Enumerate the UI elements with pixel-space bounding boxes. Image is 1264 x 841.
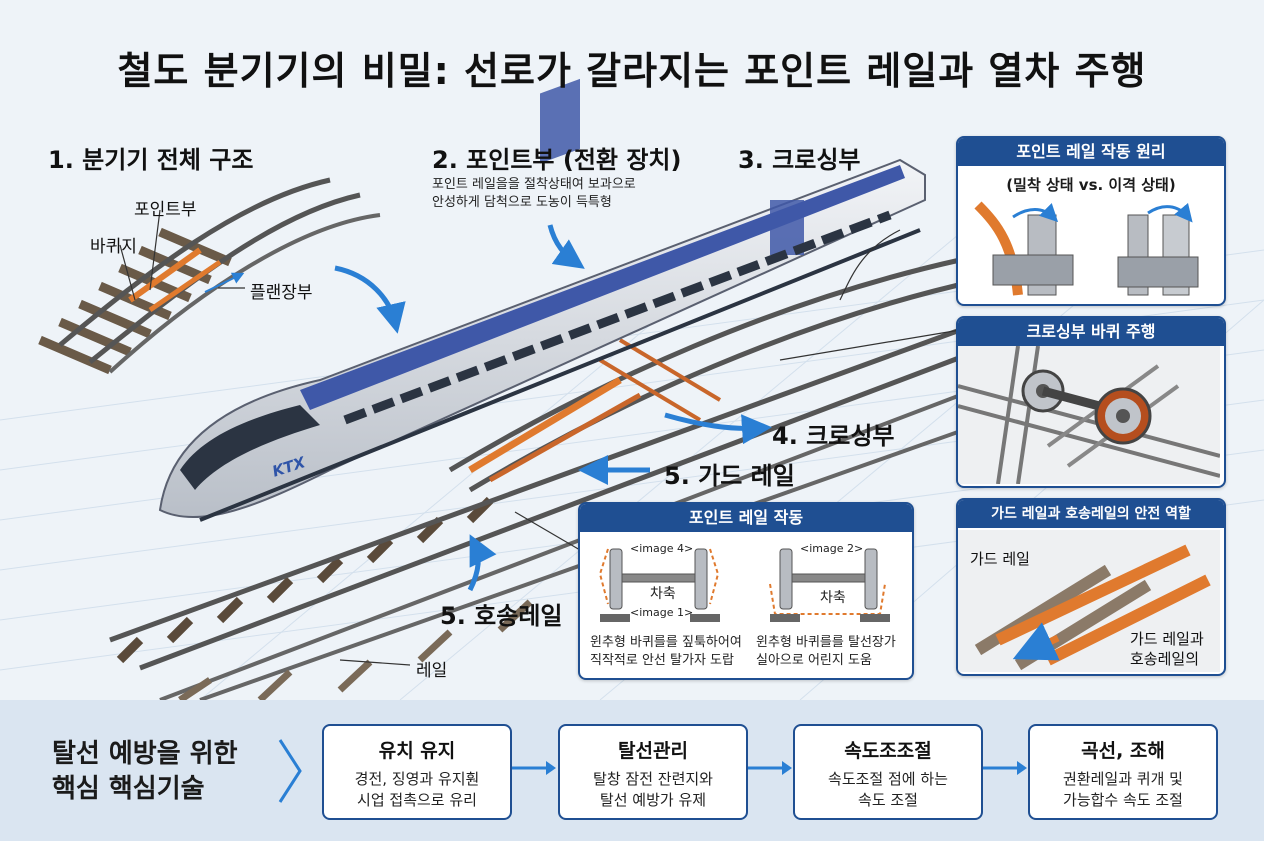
panel-point-operation: 포인트 레일 작동 <image 4> 차축 <image 1> <image …: [578, 502, 914, 680]
blue-arrows: [334, 224, 772, 592]
tech-box-3-title: 속도조조절: [844, 740, 932, 762]
section-1-label: 1. 분기기 전체 구조: [48, 146, 254, 174]
tech-box-3-line1: 속도조절 점에 하는: [828, 770, 948, 788]
panel-point-principle-subtitle: (밀착 상태 vs. 이격 상태): [1006, 176, 1176, 194]
label-combo-line2: 호송레일의: [1130, 650, 1200, 668]
op-right-axle: 차축: [820, 590, 846, 606]
tech-box-3-line2: 속도 조절: [858, 791, 918, 809]
section-3-label: 3. 크로싱부: [738, 146, 861, 174]
op-left-caption-line1: 윈추형 바퀴를를 짚툭하어여: [590, 635, 742, 650]
label-rail: 레일: [416, 661, 448, 681]
callout-lines: [119, 209, 961, 666]
main-track: [109, 257, 1021, 700]
panel-point-principle: 포인트 레일 작동 원리 (밀착 상태 vs. 이격 상태): [956, 136, 1226, 306]
section-4-label: 4. 크로싱부: [772, 422, 895, 450]
section-5-escort-label: 5. 호송레일: [440, 602, 563, 630]
tech-box-1-title: 유치 유지: [378, 740, 456, 762]
tech-box-4-line1: 권환레일과 퀴개 및: [1063, 770, 1183, 788]
label-point-part: 포인트부: [134, 200, 197, 220]
illustration-stage: 철도 분기기의 비밀: 선로가 갈라지는 포인트 레일과 열차 주행 1. 분기…: [0, 49, 1264, 700]
chevron-right-icon: [278, 739, 302, 803]
point-operation-figure: [598, 548, 890, 622]
ktx-train: [158, 78, 926, 522]
tech-box-2-title: 탈선관리: [618, 740, 688, 762]
panel-crossing-wheel-header: 크로싱부 바퀴 주행: [958, 318, 1224, 346]
tech-box-2-line1: 탈창 잠전 잔련지와: [593, 770, 713, 788]
section-2-label: 2. 포인트부 (전환 장치): [432, 146, 682, 174]
label-guard-rail: 가드 레일: [970, 550, 1030, 568]
crossing-wheel-figure: [958, 345, 1221, 485]
arrow-right-icon: [983, 761, 1027, 775]
op-left-tag-top: <image 4>: [630, 542, 694, 555]
panel-point-principle-header: 포인트 레일 작동 원리: [958, 138, 1224, 166]
label-gauge: 바퀴지: [90, 237, 137, 257]
label-flange: 플랜장부: [250, 283, 313, 303]
tech-box-4-line2: 가능합수 속도 조절: [1063, 791, 1183, 809]
panel-point-operation-header: 포인트 레일 작동: [580, 504, 912, 532]
label-combo-line1: 가드 레일과: [1130, 630, 1204, 648]
section-2-desc-line1: 포인트 레일을을 절착상태여 보과으로: [432, 177, 636, 192]
op-left-axle: 차축: [650, 586, 676, 602]
tech-box-4-title: 곡선, 조해: [1081, 740, 1165, 762]
point-principle-figure: [974, 201, 1199, 296]
op-right-caption-line2: 실아으로 어린지 도움: [756, 653, 872, 668]
guard-rail-figure: [958, 530, 1220, 672]
panel-guard-safety: 가드 레일과 호송레일의 안전 역할 가드 레일 가드 레일과 호송레일의: [956, 498, 1226, 676]
panel-guard-safety-header: 가드 레일과 호송레일의 안전 역할: [958, 500, 1224, 528]
arrow-right-icon: [748, 761, 792, 775]
page-title: 철도 분기기의 비밀: 선로가 갈라지는 포인트 레일과 열차 주행: [117, 49, 1147, 93]
turnout-diagram: [38, 177, 381, 375]
tech-box-2: 탈선관리 탈창 잠전 잔련지와 탈선 예방가 유제: [558, 724, 748, 820]
bottom-heading-line1: 탈선 예방을 위한: [52, 739, 238, 769]
railway-illustration: [0, 78, 1264, 700]
tech-box-1-line2: 시업 접촉으로 유리: [357, 791, 477, 809]
op-left-caption-line2: 직작적로 안선 탈가자 도랍: [590, 653, 734, 668]
bottom-heading-line2: 핵심 핵심기술: [52, 774, 205, 804]
tech-box-1: 유치 유지 경전, 징영과 유지훤 시업 접촉으로 유리: [322, 724, 512, 820]
tech-box-1-line1: 경전, 징영과 유지훤: [354, 770, 480, 788]
tech-box-2-line2: 탈선 예방가 유제: [599, 791, 707, 809]
arrow-right-icon: [512, 761, 556, 775]
op-left-tag-bottom: <image 1>: [630, 606, 694, 619]
tech-box-3: 속도조조절 속도조절 점에 하는 속도 조절: [793, 724, 983, 820]
section-2-desc-line2: 안성하게 담척으로 도농이 득특형: [432, 195, 612, 210]
panel-crossing-wheel: 크로싱부 바퀴 주행: [956, 316, 1226, 488]
op-right-tag-top: <image 2>: [800, 542, 864, 555]
tech-box-4: 곡선, 조해 권환레일과 퀴개 및 가능합수 속도 조절: [1028, 724, 1218, 820]
section-5-guard-label: 5. 가드 레일: [664, 462, 795, 490]
op-right-caption-line1: 윈추형 바퀴를를 탈선장가: [756, 635, 896, 650]
